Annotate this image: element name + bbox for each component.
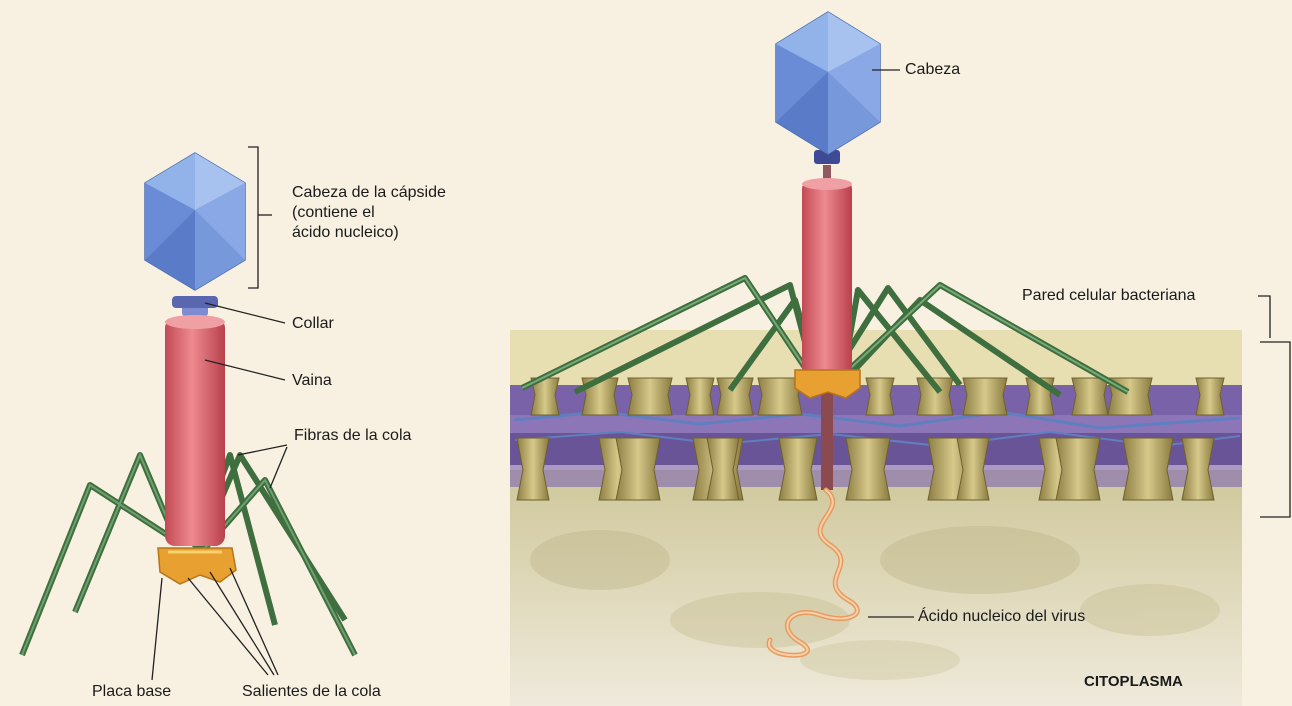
- outer-membrane-protein: [963, 378, 1007, 415]
- right-tail-tube: [821, 390, 833, 490]
- left-capsid: [145, 153, 245, 290]
- outer-membrane-protein: [628, 378, 672, 415]
- cytoplasm-label: CITOPLASMA: [1084, 672, 1183, 692]
- left-sheath: [165, 318, 225, 546]
- right-capsid: [776, 12, 880, 154]
- inner-membrane-protein: [1056, 438, 1100, 500]
- right-sheath: [802, 180, 852, 375]
- capsid-bracket: [248, 147, 258, 288]
- sheath-label: Vaina: [292, 371, 332, 391]
- inner-membrane-protein: [1123, 438, 1173, 500]
- host-cell: [510, 330, 1242, 706]
- head-label: Cabeza: [905, 60, 960, 80]
- tail-pins-label: Salientes de la cola: [242, 682, 381, 702]
- capsid-head-label-line3: ácido nucleico): [292, 223, 399, 243]
- tail-fibers-label: Fibras de la cola: [294, 426, 411, 446]
- outer-membrane-protein: [1196, 378, 1224, 415]
- inner-membrane-protein: [846, 438, 890, 500]
- cell-wall-bracket: [1260, 342, 1290, 517]
- capsid-head-label-line2: (contiene el: [292, 203, 375, 223]
- collar-label: Collar: [292, 314, 334, 334]
- outer-membrane-protein: [866, 378, 894, 415]
- outer-membrane-protein: [1072, 378, 1108, 415]
- viral-nucleic-acid-label: Ácido nucleico del virus: [918, 607, 1085, 627]
- capsid-head-label-line1: Cabeza de la cápside: [292, 183, 446, 203]
- outer-membrane-protein: [686, 378, 714, 415]
- inner-membrane-protein: [616, 438, 660, 500]
- base-plate-label: Placa base: [92, 682, 171, 702]
- left-collar: [172, 296, 218, 308]
- inner-membrane-protein: [779, 438, 817, 500]
- cell-wall-label: Pared celular bacteriana: [1022, 286, 1195, 306]
